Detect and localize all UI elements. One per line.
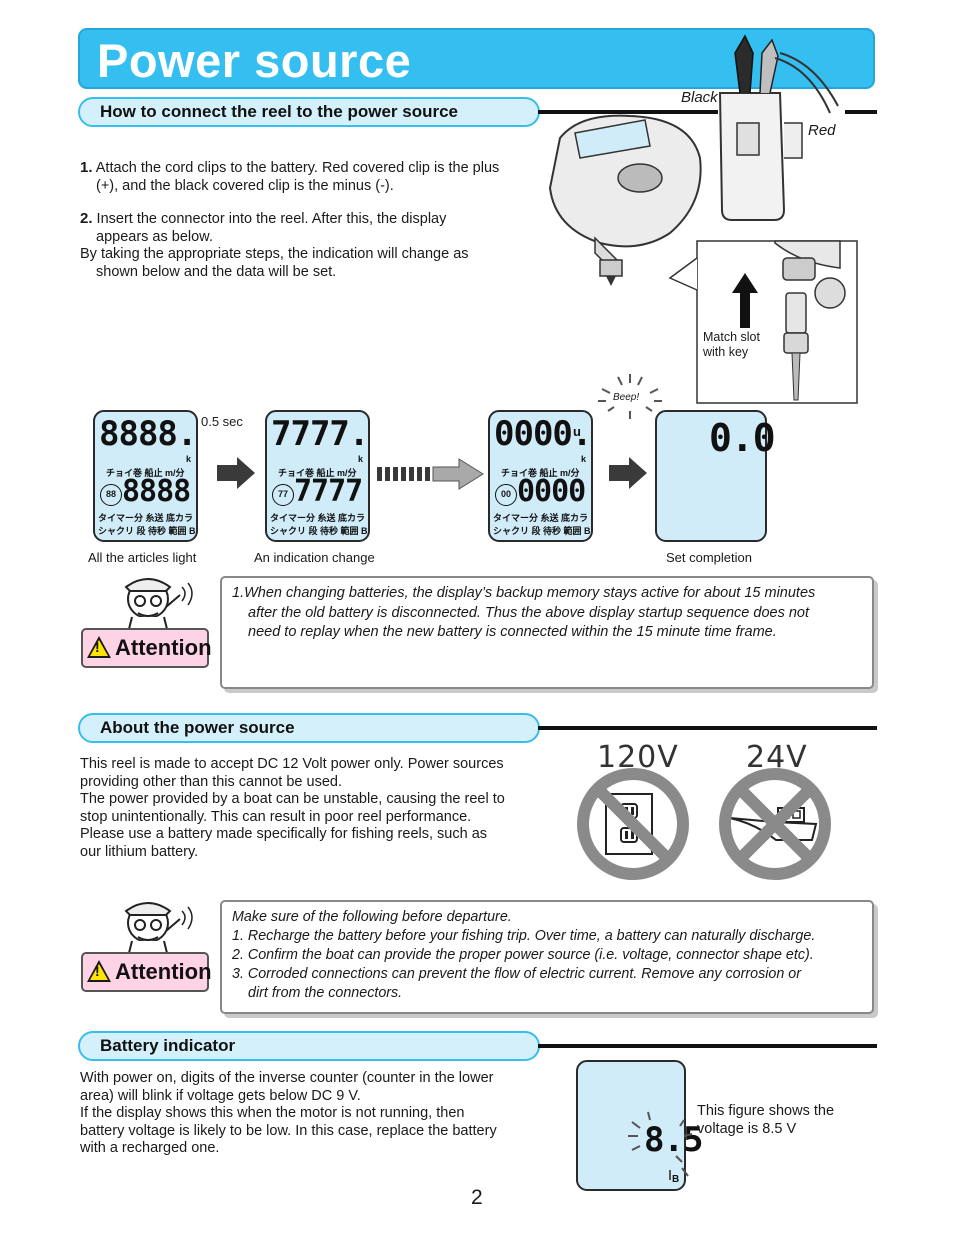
- warning-icon: [87, 636, 111, 658]
- section-rule: [845, 110, 877, 114]
- caption-all-lit: All the articles light: [88, 550, 197, 565]
- blink-burst-icon: [628, 1111, 693, 1180]
- warning-icon: [87, 960, 111, 982]
- arrow-right-icon: [609, 457, 647, 489]
- caption-change: An indication change: [254, 550, 375, 565]
- lcd-circle: 77: [272, 484, 294, 506]
- lcd-top-digits: 7777.: [271, 414, 369, 454]
- battery-caption: This figure shows the voltage is 8.5 V: [697, 1103, 835, 1137]
- power-source-text: This reel is made to accept DC 12 Volt p…: [80, 756, 505, 860]
- lcd-bottom-digits: 8888: [122, 474, 191, 509]
- mascot-icon: [124, 902, 193, 958]
- lcd-screen-all-lit: 8888. k チョイ巻 船止 m/分 88 8888 タイマー分 糸送 底カラ…: [93, 410, 198, 542]
- lcd-circle: 00: [495, 484, 517, 506]
- lcd-bottom-digits: 0000: [517, 474, 586, 509]
- battery-indicator-text: With power on, digits of the inverse cou…: [80, 1070, 497, 1156]
- step-number: 2.: [80, 210, 93, 227]
- attention-text: Make sure of the following before depart…: [232, 909, 816, 1001]
- lcd-voltage-value: 8.5: [644, 1120, 703, 1160]
- section-heading-battery: Battery indicator: [78, 1031, 540, 1061]
- attention-box-departure: Make sure of the following before depart…: [220, 900, 874, 1014]
- attention-label: ! Attention: [81, 628, 212, 668]
- lcd-screen-zero: 0000. u k チョイ巻 船止 m/分 00 0000 タイマー分 糸送 底…: [488, 410, 593, 542]
- connector-inset: [696, 240, 858, 404]
- step-number: 1.: [80, 159, 93, 176]
- section-heading-power: About the power source: [78, 713, 540, 743]
- prohibited-boat-icon: [719, 768, 831, 880]
- beep-burst-icon: [598, 374, 662, 419]
- lcd-screen-set: 0.0: [655, 410, 776, 542]
- page-number: 2: [471, 1186, 483, 1209]
- arrow-up-icon: [732, 273, 758, 328]
- section-rule: [538, 726, 877, 730]
- attention-box-memory: 1.When changing batteries, the display’s…: [220, 576, 874, 689]
- label-black: Black: [681, 89, 718, 106]
- lcd-screen-change: 7777. k チョイ巻 船止 m/分 77 7777 タイマー分 糸送 底カラ…: [265, 410, 370, 542]
- page-title: Power source: [97, 34, 412, 87]
- arrow-right-icon: [217, 457, 255, 489]
- section-heading-connect: How to connect the reel to the power sou…: [78, 97, 540, 127]
- lcd-top-digits: 0000.: [494, 414, 592, 454]
- label-half-sec: 0.5 sec: [201, 414, 243, 429]
- mascot-icon: [124, 578, 193, 634]
- label-match-slot: Match slot with key: [703, 330, 760, 359]
- attention-text: 1.When changing batteries, the display’s…: [232, 585, 816, 640]
- label-red: Red: [808, 122, 836, 139]
- battery-pack-icon: [718, 92, 803, 221]
- lcd-screen-battery: 8.5 B: [576, 1060, 703, 1191]
- cord-clips-icon: [734, 34, 839, 114]
- section-rule: [538, 110, 718, 114]
- step-1: 1. Attach the cord clips to the battery.…: [80, 159, 500, 194]
- battery-mark: B: [672, 1174, 680, 1185]
- lcd-bottom-digits: 7777: [294, 474, 363, 509]
- step-2: 2. Insert the connector into the reel. A…: [80, 210, 469, 280]
- lcd-circle: 88: [100, 484, 122, 506]
- reel-icon: [548, 114, 702, 286]
- attention-label: ! Attention: [81, 952, 212, 992]
- lcd-top-digits: 8888.: [99, 414, 197, 454]
- prohibited-outlet-icon: [577, 768, 689, 880]
- section-rule: [538, 1044, 877, 1048]
- dashed-arrow-right-icon: [377, 458, 484, 490]
- lcd-set-value: 0.0: [709, 416, 776, 460]
- connector-icon: [774, 240, 846, 401]
- reel-connection-illustration: [548, 34, 858, 404]
- beep-text: Beep!: [613, 392, 640, 403]
- caption-set: Set completion: [666, 550, 752, 565]
